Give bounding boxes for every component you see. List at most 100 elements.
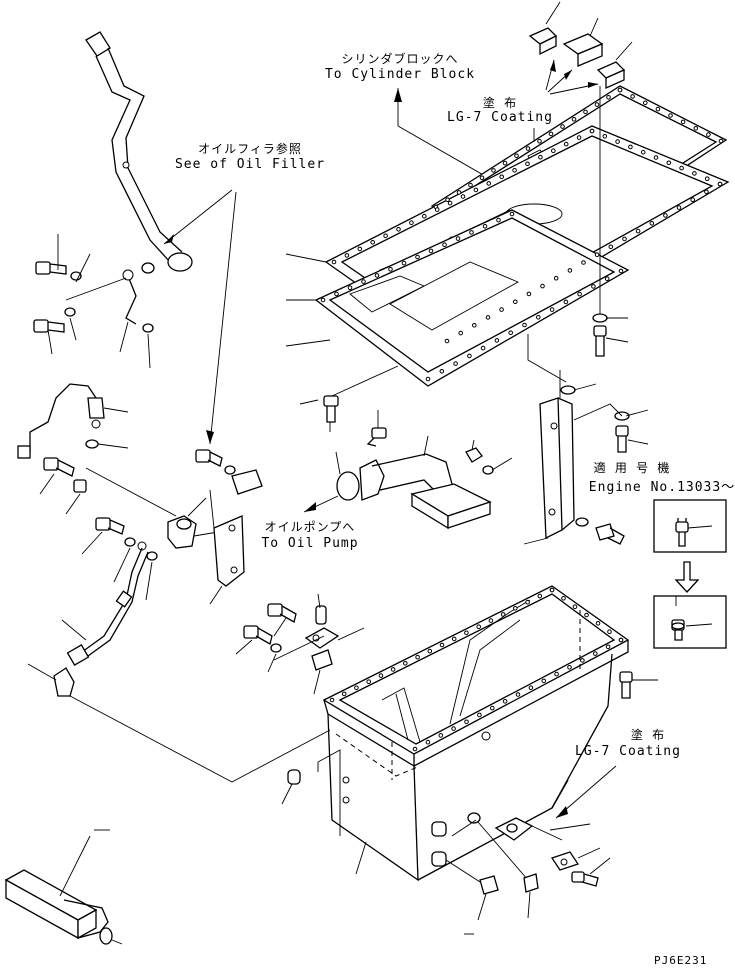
bolt-hole: [515, 692, 521, 697]
bolt-hole: [643, 100, 648, 106]
coating-top-label-en: LG-7 Coating: [447, 110, 553, 125]
bolt-hole: [628, 144, 633, 150]
center-fittings: [235, 593, 365, 695]
bolt-hole: [653, 155, 659, 160]
bolt-hole: [680, 119, 686, 125]
bolt-hole: [334, 291, 339, 297]
bolt-hole: [593, 651, 598, 656]
plate-bolt: [299, 365, 399, 432]
coating-top-label-jp: 塗 布: [482, 96, 518, 110]
bolt-hole: [581, 260, 586, 265]
bolt-hole: [451, 636, 457, 642]
bolt-hole: [329, 697, 335, 703]
bolt-hole: [500, 612, 506, 617]
bolt-hole: [553, 275, 559, 281]
bolt-hole: [496, 217, 501, 223]
bolt-hole: [580, 658, 585, 663]
pump-bracket: [195, 449, 263, 605]
bolt-hole: [344, 253, 350, 258]
bolt-hole: [491, 168, 496, 173]
bolt-hole: [563, 141, 569, 147]
bolt-hole: [396, 227, 401, 232]
bolt-hole: [434, 207, 440, 212]
bolt-hole: [442, 242, 447, 247]
bolt-hole: [447, 200, 453, 206]
bolt-hole: [522, 322, 527, 328]
bolt-hole: [438, 733, 444, 738]
bolt-hole: [514, 153, 519, 159]
bolt-hole: [655, 106, 661, 112]
cylinder-block-label-en: To Cylinder Block: [324, 67, 476, 82]
bolt-hole: [509, 211, 515, 217]
bolt-hole: [618, 637, 624, 643]
coating-bottom-leader: [555, 765, 617, 819]
bolt-hole: [595, 621, 601, 626]
cylinder-block-label-jp: シリンダブロックへ: [341, 52, 459, 66]
bolt-hole: [560, 124, 565, 129]
bolt-hole: [361, 279, 366, 284]
bolt-hole: [439, 369, 445, 374]
bolt-hole: [458, 330, 464, 336]
bolt-hole: [537, 138, 542, 144]
bolt-hole: [536, 315, 541, 320]
bolt-hole: [422, 213, 427, 219]
bolt-hole: [668, 113, 673, 118]
plate-bolt-holes: [320, 87, 724, 382]
bolt-hole: [453, 361, 458, 366]
bolt-hole: [383, 233, 388, 239]
gasket-plate: [314, 209, 630, 387]
left-lower-bolts: [39, 457, 177, 601]
bolt-hole: [525, 599, 530, 605]
bolt-hole: [706, 132, 711, 137]
oil-pump-label-en: To Oil Pump: [261, 536, 359, 551]
bolt-hole: [561, 596, 566, 601]
bolt-hole: [704, 176, 710, 181]
coating-bottom-label-jp: 塗 布: [630, 728, 666, 742]
bolt-hole: [480, 345, 486, 351]
tee-fitting: [167, 497, 219, 549]
bolt-hole: [513, 299, 518, 305]
bolt-hole: [589, 128, 595, 134]
bolt-hole: [378, 673, 384, 678]
bolt-hole: [464, 630, 469, 636]
bolt-hole: [508, 330, 514, 336]
bolt-hole: [676, 205, 682, 210]
bolt-hole: [679, 165, 684, 171]
bolt-hole: [456, 190, 462, 195]
bolt-hole: [630, 94, 635, 99]
bolt-hole: [594, 252, 600, 257]
pan-fasteners: [281, 769, 611, 921]
bolt-hole: [499, 307, 504, 312]
engine-boxes: [653, 499, 727, 649]
bolt-hole: [577, 291, 582, 297]
bolt-hole: [409, 220, 414, 225]
bolt-hole: [488, 618, 494, 623]
bolt-hole: [663, 213, 668, 218]
bolt-hole: [479, 175, 485, 181]
bolt-hole: [464, 719, 469, 725]
bolt-hole: [640, 149, 646, 155]
bolt-hole: [331, 259, 337, 265]
bolt-hole: [425, 739, 431, 745]
bolt-hole: [490, 705, 495, 711]
bolt-hole: [549, 587, 555, 593]
bolt-hole: [617, 87, 623, 93]
bolt-hole: [584, 612, 589, 618]
bolt-hole: [374, 273, 380, 278]
drawing-code: PJ6E231: [654, 954, 708, 967]
oil-filler-label-jp: オイルフィラ参照: [198, 142, 302, 156]
bolt-hole: [602, 134, 608, 139]
bolt-hole: [512, 168, 517, 173]
bolt-hole: [615, 139, 620, 144]
bolt-hole: [666, 160, 672, 166]
bolt-hole: [622, 236, 627, 242]
bolt-hole: [525, 161, 530, 167]
seal-blocks: [528, 1, 633, 95]
bolt-hole: [428, 248, 434, 254]
bolt-hole: [690, 197, 696, 202]
misc-leaders: [285, 128, 535, 935]
bolt-hole: [425, 376, 431, 382]
bolt-hole: [554, 671, 559, 677]
bolt-hole: [469, 230, 474, 235]
